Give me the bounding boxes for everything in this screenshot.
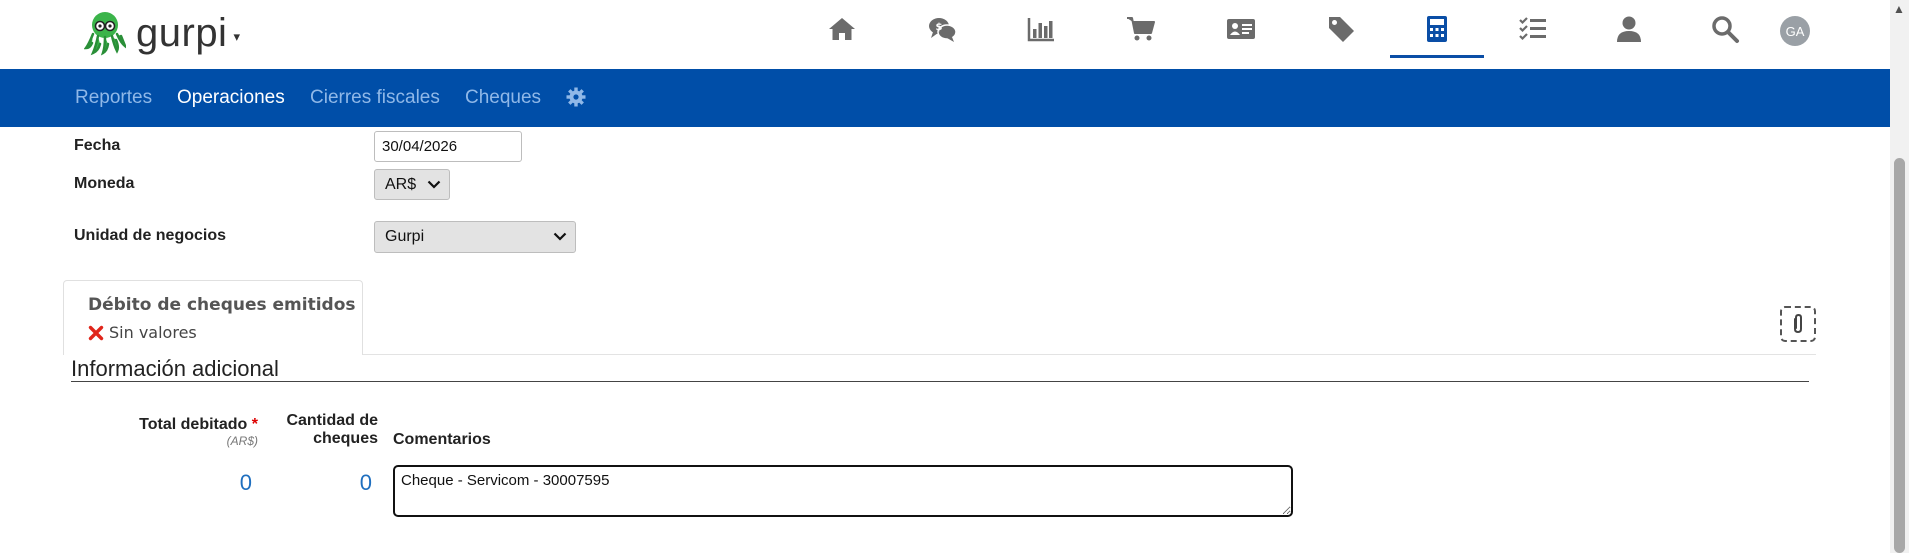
nav-contacts[interactable] (1194, 0, 1288, 58)
comentarios-header: Comentarios (393, 431, 491, 448)
total-debitado-value[interactable]: 0 (239, 470, 252, 495)
cantidad-cheques-label-line1: Cantidad de (286, 412, 378, 429)
required-asterisk: * (251, 416, 258, 433)
nav-users[interactable] (1582, 0, 1676, 58)
chevron-down-icon (553, 232, 567, 241)
moneda-select[interactable]: AR$ (374, 169, 450, 200)
scrollbar-thumb[interactable] (1894, 158, 1905, 553)
calculator-icon (1427, 16, 1447, 42)
svg-text:$: $ (936, 22, 943, 33)
checklist-icon (1519, 17, 1546, 41)
nav-search[interactable] (1678, 0, 1772, 58)
nav-accounting[interactable] (1390, 0, 1484, 58)
tab-debito-cheques[interactable]: Débito de cheques emitidos Sin valores (63, 280, 363, 355)
brand-menu[interactable]: gurpi ▾ (84, 10, 240, 56)
tab-operaciones[interactable]: Operaciones (177, 87, 285, 108)
search-icon (1712, 16, 1739, 43)
section-title: Información adicional (71, 356, 279, 381)
octopus-logo-icon (84, 12, 126, 56)
unidad-negocios-select[interactable]: Gurpi (374, 221, 576, 253)
moneda-label: Moneda (74, 175, 135, 192)
section-nav: Reportes Operaciones Cierres fiscales Ch… (0, 69, 1890, 127)
bar-chart-icon (1027, 18, 1054, 42)
unidad-negocios-label: Unidad de negocios (74, 227, 227, 244)
top-header: gurpi ▾ $ (0, 0, 1890, 69)
attach-file-button[interactable] (1780, 306, 1816, 342)
brand-name: gurpi (136, 11, 228, 55)
section-divider (71, 381, 1809, 382)
gear-icon[interactable] (566, 87, 586, 107)
user-avatar[interactable]: GA (1780, 16, 1810, 46)
nav-products[interactable] (1294, 0, 1388, 58)
total-debitado-label: Total debitado (139, 416, 248, 433)
tab-cierres-fiscales[interactable]: Cierres fiscales (310, 87, 440, 108)
fecha-input[interactable] (374, 131, 522, 162)
nav-tasks[interactable] (1486, 0, 1580, 58)
tab-status: Sin valores (88, 323, 197, 342)
unidad-negocios-selected-value: Gurpi (385, 228, 425, 245)
cantidad-cheques-header: Cantidad de cheques (268, 412, 378, 448)
tab-status-text: Sin valores (109, 323, 197, 342)
tab-cheques[interactable]: Cheques (465, 87, 542, 108)
tab-title: Débito de cheques emitidos (88, 295, 356, 315)
cantidad-cheques-label-line2: cheques (313, 430, 378, 447)
total-debitado-unit: (AR$) (226, 434, 258, 448)
paperclip-icon (1794, 313, 1802, 334)
tab-divider (64, 354, 1816, 355)
tab-reportes[interactable]: Reportes (75, 87, 153, 108)
tag-icon (1329, 17, 1354, 42)
x-icon (88, 325, 104, 340)
comentarios-textarea[interactable]: Cheque - Servicom - 30007595 (393, 465, 1293, 517)
total-debitado-header: Total debitado * (106, 416, 258, 434)
cart-icon (1127, 17, 1155, 41)
nav-sales-chat[interactable]: $ (895, 0, 989, 58)
nav-reports[interactable] (994, 0, 1088, 58)
chevron-down-icon (427, 180, 441, 189)
chat-money-icon: $ (929, 18, 957, 42)
nav-cart[interactable] (1094, 0, 1188, 58)
home-icon (829, 18, 855, 40)
scroll-up-arrow-icon[interactable]: ▲ (1893, 2, 1905, 16)
contact-card-icon (1227, 19, 1255, 39)
fecha-label: Fecha (74, 137, 121, 154)
cantidad-cheques-value[interactable]: 0 (359, 470, 372, 495)
nav-home[interactable] (795, 0, 889, 58)
brand-caret-icon: ▾ (233, 29, 240, 44)
moneda-selected-value: AR$ (385, 175, 417, 193)
user-icon (1617, 16, 1641, 42)
